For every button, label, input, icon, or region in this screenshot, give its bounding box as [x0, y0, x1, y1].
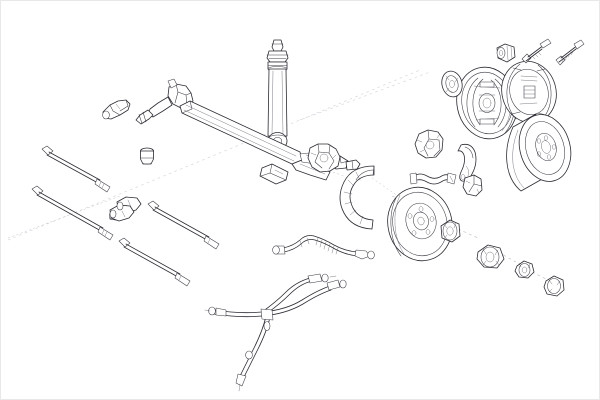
pipe-spring-sheath	[315, 237, 339, 255]
bracket-small	[462, 174, 483, 197]
hub-cap-small	[441, 70, 463, 98]
hub-nut	[476, 244, 505, 269]
bolt-long-2	[31, 185, 114, 241]
shock-absorber	[266, 39, 289, 150]
handbrake-lever	[457, 143, 477, 182]
bolt-long-3	[147, 200, 220, 250]
mounting-bracket	[307, 143, 341, 173]
bump-stop	[140, 147, 154, 165]
splash-shield	[339, 165, 375, 230]
wheel-bearing	[440, 219, 461, 243]
cylinder-bush	[496, 43, 516, 63]
brake-cable-assembly	[204, 273, 347, 392]
axle-bush-left	[102, 99, 131, 120]
brake-drum	[506, 113, 572, 192]
wheel-cylinder	[414, 129, 444, 159]
dust-cap	[543, 275, 565, 297]
brake-hose	[409, 172, 457, 185]
bolt-long-1	[41, 145, 111, 193]
bolt-long-4	[118, 237, 191, 287]
double-bush	[109, 196, 142, 222]
spring-clip	[555, 39, 585, 66]
adjuster-pin	[521, 38, 552, 64]
brake-pipe	[272, 235, 375, 260]
brake-disc	[387, 186, 453, 262]
brake-shoe-set	[501, 60, 557, 124]
lock-washer	[514, 260, 535, 279]
